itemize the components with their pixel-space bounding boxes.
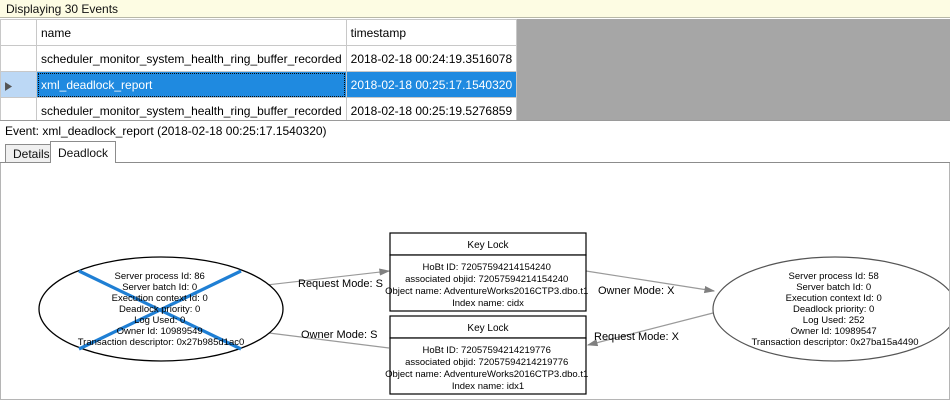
resource-top-line-3: Index name: cidx xyxy=(452,298,524,309)
victim-line-1: Server batch Id: 0 xyxy=(122,282,197,293)
row-selector[interactable] xyxy=(0,97,37,120)
surviving-line-5: Owner Id: 10989547 xyxy=(791,326,877,337)
column-header-name[interactable]: name xyxy=(36,19,347,46)
tab-deadlock[interactable]: Deadlock xyxy=(50,141,117,163)
victim-line-2: Execution context Id: 0 xyxy=(112,293,208,304)
resource-bottom-line-3: Index name: idx1 xyxy=(452,381,524,392)
tabstrip-divider xyxy=(0,162,950,163)
surviving-line-4: Log Used: 252 xyxy=(803,315,865,326)
victim-line-6: Transaction descriptor: 0x27b985d1ac0 xyxy=(78,337,245,348)
edge-victim-request-top: Request Mode: S xyxy=(248,268,391,290)
deadlock-graph-pane[interactable]: Request Mode: S Owner Mode: X Owner Mode… xyxy=(0,163,950,400)
row-selector[interactable] xyxy=(0,45,37,72)
events-banner-label: Displaying 30 Events xyxy=(6,1,119,16)
edge-top-owner-right: Owner Mode: X xyxy=(585,270,716,297)
table-row-selected[interactable]: ▶ xml_deadlock_report 2018-02-18 00:25:1… xyxy=(0,71,518,98)
surviving-line-3: Deadlock priority: 0 xyxy=(793,304,874,315)
tab-details-label: Details xyxy=(13,147,50,161)
event-caption: Event: xml_deadlock_report (2018-02-18 0… xyxy=(0,120,950,140)
resource-top-details: HoBt ID: 72057594214154240 associated ob… xyxy=(385,262,591,309)
surviving-line-0: Server process Id: 58 xyxy=(789,271,879,282)
surviving-process-details: Server process Id: 58 Server batch Id: 0… xyxy=(751,271,918,348)
resource-bottom-details: HoBt ID: 72057594214219776 associated ob… xyxy=(385,345,591,392)
tab-deadlock-label: Deadlock xyxy=(58,145,109,160)
cell-name[interactable]: scheduler_monitor_system_health_ring_buf… xyxy=(36,97,347,120)
cell-name[interactable]: xml_deadlock_report xyxy=(36,71,347,98)
victim-line-5: Owner Id: 10989549 xyxy=(117,326,203,337)
event-caption-label: Event: xml_deadlock_report (2018-02-18 0… xyxy=(5,123,327,138)
table-header-row: name timestamp xyxy=(0,19,518,46)
edge-label-owner-mode-s: Owner Mode: S xyxy=(301,329,377,341)
events-grid[interactable]: name timestamp scheduler_monitor_system_… xyxy=(0,19,518,120)
resource-node-bottom[interactable]: Key Lock HoBt ID: 72057594214219776 asso… xyxy=(385,315,591,395)
resource-top-line-2: Object name: AdventureWorks2016CTP3.dbo.… xyxy=(385,286,588,297)
events-grid-container[interactable]: name timestamp scheduler_monitor_system_… xyxy=(0,19,950,120)
cell-timestamp[interactable]: 2018-02-18 00:24:19.3516078 xyxy=(345,45,518,72)
table-row[interactable]: scheduler_monitor_system_health_ring_buf… xyxy=(0,45,518,72)
tabstrip: Details Deadlock xyxy=(0,141,950,163)
resource-node-top[interactable]: Key Lock HoBt ID: 72057594214154240 asso… xyxy=(385,232,591,312)
process-node-victim[interactable]: Server process Id: 86 Server batch Id: 0… xyxy=(38,256,284,362)
cell-timestamp[interactable]: 2018-02-18 00:25:17.1540320 xyxy=(345,71,518,98)
current-row-arrow-icon: ▶ xyxy=(5,79,12,92)
resource-bottom-line-2: Object name: AdventureWorks2016CTP3.dbo.… xyxy=(385,369,588,380)
edge-label-request-mode-s: Request Mode: S xyxy=(298,278,383,290)
events-banner: Displaying 30 Events xyxy=(0,0,950,18)
column-header-timestamp[interactable]: timestamp xyxy=(345,19,518,46)
table-row[interactable]: scheduler_monitor_system_health_ring_buf… xyxy=(0,97,518,120)
surviving-line-1: Server batch Id: 0 xyxy=(796,282,871,293)
resource-top-title: Key Lock xyxy=(467,240,509,251)
victim-cross-icon xyxy=(78,269,242,351)
victim-line-0: Server process Id: 86 xyxy=(115,271,205,282)
surviving-line-6: Transaction descriptor: 0x27ba15a4490 xyxy=(751,337,918,348)
edge-label-owner-mode-x: Owner Mode: X xyxy=(598,285,675,297)
cell-name[interactable]: scheduler_monitor_system_health_ring_buf… xyxy=(36,45,347,72)
column-header-selector[interactable] xyxy=(0,19,37,46)
victim-process-details: Server process Id: 86 Server batch Id: 0… xyxy=(78,271,245,348)
deadlock-graph-svg: Request Mode: S Owner Mode: X Owner Mode… xyxy=(38,232,949,395)
victim-line-3: Deadlock priority: 0 xyxy=(119,304,200,315)
process-node-surviving[interactable]: Server process Id: 58 Server batch Id: 0… xyxy=(712,256,949,362)
resource-bottom-line-0: HoBt ID: 72057594214219776 xyxy=(423,345,551,356)
tabstrip-active-notch xyxy=(51,162,109,164)
resource-top-line-1: associated objid: 72057594214154240 xyxy=(405,274,568,285)
cell-timestamp[interactable]: 2018-02-18 00:25:19.5276859 xyxy=(345,97,518,120)
edge-bottom-owner-victim: Owner Mode: S xyxy=(251,328,390,349)
edge-right-request-bottom: Request Mode: X xyxy=(586,312,714,347)
resource-bottom-line-1: associated objid: 72057594214219776 xyxy=(405,357,568,368)
edge-label-request-mode-x: Request Mode: X xyxy=(594,331,680,343)
victim-line-4: Log Used: 0 xyxy=(134,315,185,326)
resource-top-line-0: HoBt ID: 72057594214154240 xyxy=(423,262,551,273)
resource-bottom-title: Key Lock xyxy=(467,323,509,334)
row-selector-current[interactable]: ▶ xyxy=(0,71,37,98)
surviving-line-2: Execution context Id: 0 xyxy=(786,293,882,304)
